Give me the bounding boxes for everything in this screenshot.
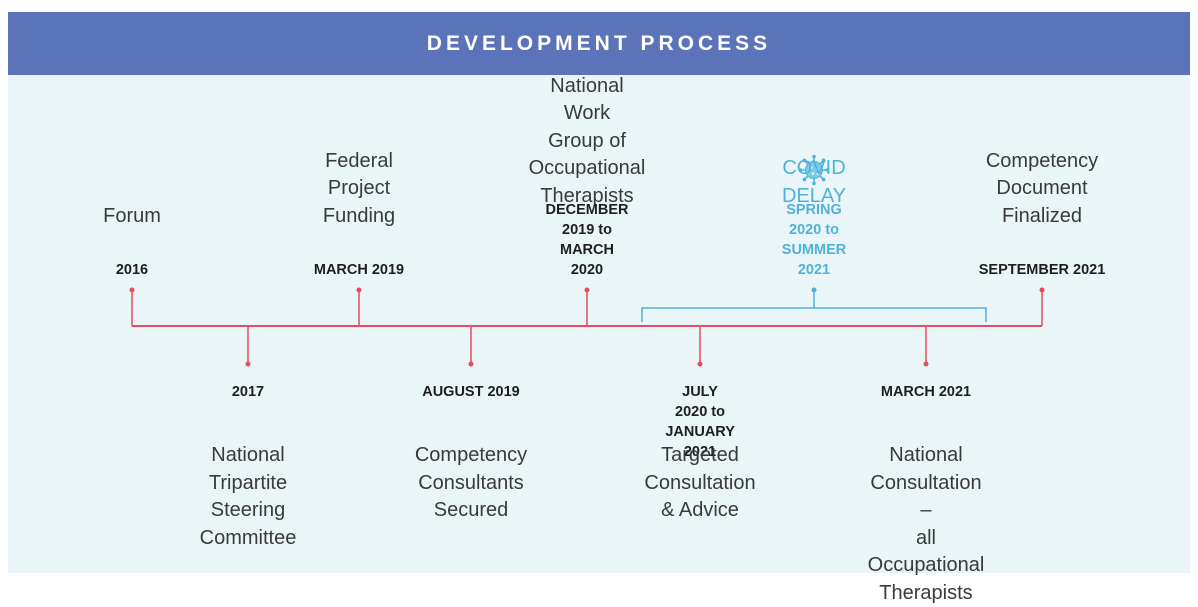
event-date: MARCH 2019 xyxy=(313,262,405,278)
timeline-panel: DEVELOPMENT PROCESS xyxy=(8,12,1190,604)
timeline-graphic xyxy=(129,287,1045,367)
tick-dot-targeted xyxy=(697,361,703,367)
header-banner: DEVELOPMENT PROCESS xyxy=(8,12,1190,75)
event-label: National Work Group of Occupational Ther… xyxy=(528,74,646,207)
event-label: National Consultation – all Occupational… xyxy=(867,444,985,604)
event-date: 2016 xyxy=(115,262,149,278)
event-label: Forum xyxy=(103,204,161,227)
event-date: DECEMBER 2019 to MARCH 2020 xyxy=(545,202,629,278)
event-label: National Tripartite Steering Committee xyxy=(199,444,297,549)
tick-dot-national xyxy=(923,361,929,367)
page-title: DEVELOPMENT PROCESS xyxy=(426,31,772,55)
tick-dot-consultants xyxy=(468,361,474,367)
event-date: AUGUST 2019 xyxy=(422,384,520,400)
event-date: MARCH 2021 xyxy=(880,384,972,400)
event-date: SPRING 2020 to SUMMER 2021 xyxy=(781,202,847,278)
event-label: Competency Consultants Secured xyxy=(414,444,528,521)
event-label: Competency Document Finalized xyxy=(985,149,1099,227)
tick-dot-workgroup xyxy=(584,287,590,293)
event-label: Federal Project Funding xyxy=(322,149,396,227)
event-label: COVID DELAY xyxy=(781,157,847,207)
event-date: JULY 2020 to JANUARY 2021 xyxy=(665,384,735,460)
tick-dot-finalized xyxy=(1039,287,1045,293)
tick-dot-forum xyxy=(129,287,135,293)
covid-bracket xyxy=(641,307,987,322)
covid-tick-dot xyxy=(811,287,817,293)
event-date: SEPTEMBER 2021 xyxy=(978,262,1106,278)
virus-icon xyxy=(798,154,830,186)
tick-dot-steering xyxy=(245,361,251,367)
event-date: 2017 xyxy=(231,384,265,400)
tick-dot-funding xyxy=(356,287,362,293)
event-label: Targeted Consultation & Advice xyxy=(644,444,756,521)
